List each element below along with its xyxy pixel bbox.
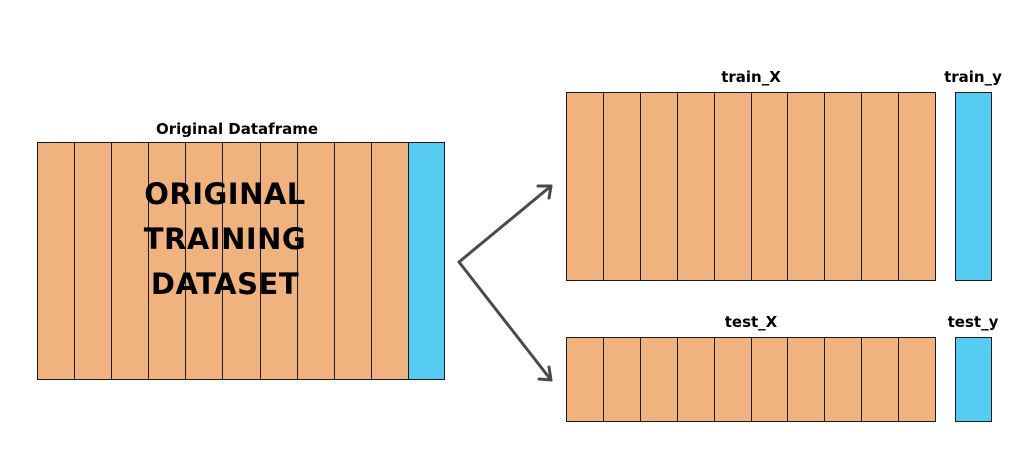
original-dataframe-table — [37, 142, 445, 380]
original-feature-column — [186, 143, 224, 379]
original-feature-column — [297, 143, 335, 379]
original-target-column — [408, 143, 444, 379]
test-x-feature-column — [640, 338, 678, 421]
test-y-column — [955, 337, 992, 422]
caption-line-3: DATASET — [150, 267, 300, 301]
test-x-feature-column — [714, 338, 752, 421]
test-x-feature-column — [603, 338, 641, 421]
train-x-label: train_X — [721, 68, 781, 86]
original-feature-column — [112, 143, 150, 379]
original-feature-column — [38, 143, 76, 379]
caption-line-2: TRAINING — [143, 222, 307, 256]
train-x-feature-column — [751, 93, 789, 280]
original-dataframe-label: Original Dataframe — [155, 120, 319, 138]
original-feature-column — [260, 143, 298, 379]
original-feature-column — [371, 143, 408, 379]
original-feature-column — [223, 143, 261, 379]
test-x-table — [566, 337, 936, 422]
arrow-to-train — [457, 184, 553, 264]
train-x-feature-column — [714, 93, 752, 280]
test-x-label: test_X — [724, 313, 778, 331]
test-y-label: test_y — [947, 313, 999, 331]
test-x-feature-column — [788, 338, 826, 421]
train-x-table — [566, 92, 936, 281]
test-x-feature-column — [862, 338, 900, 421]
original-feature-column — [149, 143, 187, 379]
train-x-feature-column — [788, 93, 826, 280]
original-feature-column — [334, 143, 372, 379]
test-x-feature-column — [899, 338, 936, 421]
train-x-feature-column — [567, 93, 604, 280]
test-x-feature-column — [677, 338, 715, 421]
train-x-feature-column — [677, 93, 715, 280]
caption-line-1: ORIGINAL — [144, 177, 306, 211]
original-dataset-caption: ORIGINAL TRAINING DATASET — [120, 172, 330, 307]
test-x-feature-column — [825, 338, 863, 421]
train-x-feature-column — [825, 93, 863, 280]
original-feature-columns — [38, 143, 408, 379]
train-y-column — [955, 92, 992, 281]
train-y-label: train_y — [944, 68, 1002, 86]
train-x-feature-column — [899, 93, 936, 280]
test-x-feature-column — [751, 338, 789, 421]
train-x-feature-column — [862, 93, 900, 280]
original-feature-column — [75, 143, 113, 379]
train-x-feature-column — [603, 93, 641, 280]
test-x-feature-column — [567, 338, 604, 421]
arrow-to-test — [457, 260, 553, 382]
train-x-feature-column — [640, 93, 678, 280]
